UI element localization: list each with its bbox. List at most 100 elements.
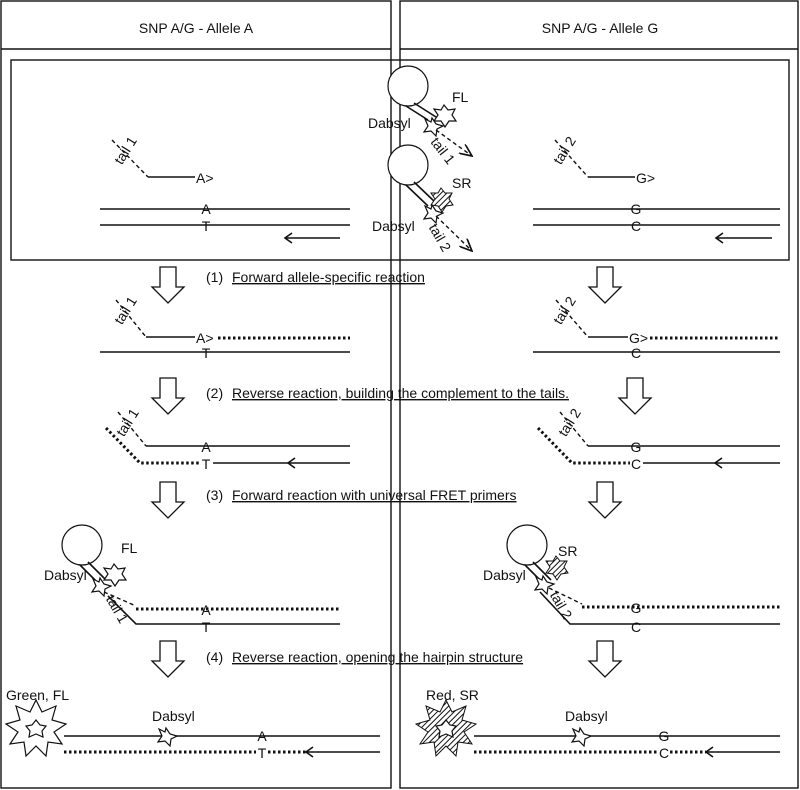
sr-hairpin-loop xyxy=(387,144,429,186)
initial-state-box xyxy=(10,59,790,261)
s2-tail2-label: tail 2 xyxy=(555,405,584,439)
s1-tail1-dashed xyxy=(115,299,147,338)
base-g: G xyxy=(631,201,642,217)
step3-left-arrow-icon xyxy=(150,481,186,519)
s1-base-c: C xyxy=(631,345,641,361)
step2-number: (2) xyxy=(206,385,223,401)
s3-base-t: T xyxy=(202,619,211,635)
sr-label: SR xyxy=(452,175,471,191)
s4-arrow-a xyxy=(304,746,314,758)
s3-base-g: G xyxy=(631,600,642,616)
dabsyl-label: Dabsyl xyxy=(368,115,411,131)
s3-dabsyl-label: Dabsyl xyxy=(44,567,87,583)
s3-sr-loop xyxy=(506,524,548,566)
fl-tail1-arrow xyxy=(435,129,472,156)
s2-base-a: A xyxy=(201,439,211,455)
s3-fl-fluorophore-icon xyxy=(102,562,128,588)
tail1-label: tail 1 xyxy=(111,133,140,167)
s3-fl-loop xyxy=(61,524,103,566)
s4-base-a: A xyxy=(257,728,267,744)
s4-dabsyl-icon-2 xyxy=(570,726,593,748)
sr-tail2-arrow xyxy=(435,215,472,251)
base-t: T xyxy=(202,218,211,234)
s3-fl-label: FL xyxy=(121,540,138,556)
left-panel-frame xyxy=(0,0,392,789)
step4-right-arrow-icon xyxy=(587,640,623,678)
fl-hairpin-loop xyxy=(387,65,429,107)
s3-tail2-dashed xyxy=(548,587,583,605)
s3-sr-stem-b xyxy=(532,561,552,581)
step1-left-arrow-icon xyxy=(150,266,186,304)
s3-base-c: C xyxy=(631,619,641,635)
s3-tail1-label: tail 1 xyxy=(103,592,132,626)
tail1-dashed xyxy=(111,139,149,178)
s3-template-a xyxy=(107,595,340,625)
s2-arrow-g xyxy=(713,457,723,469)
dabsyl-quencher-icon xyxy=(422,116,445,138)
primer-g-label: G> xyxy=(636,170,655,186)
sr-fluorophore-icon xyxy=(430,187,454,213)
s4-arrow-g xyxy=(704,746,714,758)
fl-fluorophore-icon xyxy=(432,103,458,129)
sr-tail2-label: tail 2 xyxy=(426,221,455,255)
s3-dabsyl-icon xyxy=(90,576,113,598)
s4-dabsyl-label: Dabsyl xyxy=(152,708,195,724)
s2-tail1-dashed xyxy=(117,411,147,447)
step4-number: (4) xyxy=(206,649,223,665)
dabsyl-quencher-icon-2 xyxy=(422,203,445,225)
step4-left-arrow-icon xyxy=(150,640,186,678)
step3-text: Forward reaction with universal FRET pri… xyxy=(232,487,517,503)
s1-base-t: T xyxy=(202,345,211,361)
s3-template-g xyxy=(539,591,780,625)
red-sr-core-icon xyxy=(434,719,458,738)
s2-arrow-a xyxy=(286,457,296,469)
primer-a-label: A> xyxy=(196,170,214,186)
step2-text: Reverse reaction, building the complemen… xyxy=(232,385,569,401)
s3-dabsyl-label-2: Dabsyl xyxy=(483,567,526,583)
fl-hairpin-stem-a xyxy=(405,105,429,121)
tail2-dashed xyxy=(554,139,589,178)
s1-primer-a-label: A> xyxy=(196,330,214,346)
fl-tail1-label: tail 1 xyxy=(428,134,459,167)
s2-base-t: T xyxy=(202,456,211,472)
s3-sr-label: SR xyxy=(558,543,577,559)
fl-label: FL xyxy=(452,89,469,105)
s4-dabsyl-label-2: Dabsyl xyxy=(565,708,608,724)
s2-tail1-label: tail 1 xyxy=(113,405,142,439)
left-panel-title: SNP A/G - Allele A xyxy=(139,20,254,36)
sr-hairpin-stem-b xyxy=(413,181,437,204)
dabsyl-label-2: Dabsyl xyxy=(372,218,415,234)
s3-dabsyl-icon-2 xyxy=(533,574,556,596)
s2-base-c: C xyxy=(631,456,641,472)
s2-tail2-dashed xyxy=(559,411,589,447)
s2-complement-a xyxy=(104,426,200,465)
s3-fl-stem-b xyxy=(87,561,107,581)
right-panel-frame xyxy=(399,0,799,789)
s3-tail2-label: tail 2 xyxy=(547,588,576,622)
step3-number: (3) xyxy=(206,487,223,503)
red-sr-label: Red, SR xyxy=(426,687,479,703)
s1-primer-g-label: G> xyxy=(629,330,648,346)
green-fl-core-icon xyxy=(24,719,48,738)
s1-tail1-label: tail 1 xyxy=(111,293,140,327)
right-panel-title: SNP A/G - Allele G xyxy=(542,20,658,36)
step1-text: Forward allele-specific reaction xyxy=(232,269,425,285)
step2-left-arrow-icon xyxy=(150,377,186,415)
base-c: C xyxy=(631,218,641,234)
s2-complement-g xyxy=(536,426,630,465)
step3-right-arrow-icon xyxy=(587,481,623,519)
sr-hairpin-stem-a xyxy=(405,184,429,207)
step1-number: (1) xyxy=(206,269,223,285)
reverse-primer-left-arrow xyxy=(283,232,293,244)
s3-tail1-dashed xyxy=(103,591,137,607)
s3-sr-fluorophore-icon xyxy=(545,555,569,581)
green-fl-label: Green, FL xyxy=(6,687,69,703)
s3-base-a: A xyxy=(201,602,211,618)
reverse-primer-right-arrow xyxy=(714,232,724,244)
step4-text: Reverse reaction, opening the hairpin st… xyxy=(232,649,523,665)
step1-right-arrow-icon xyxy=(587,266,623,304)
s4-base-g: G xyxy=(659,728,670,744)
s4-base-t: T xyxy=(258,745,267,761)
